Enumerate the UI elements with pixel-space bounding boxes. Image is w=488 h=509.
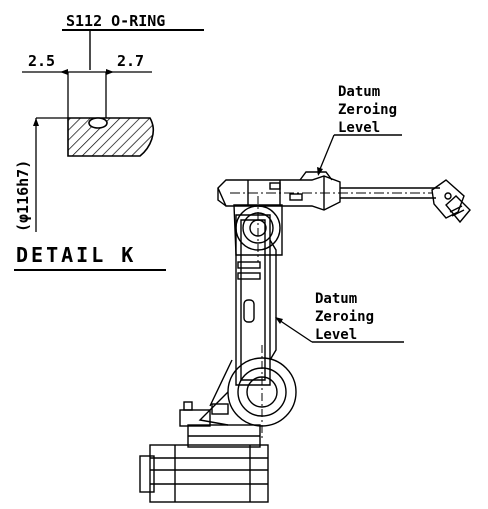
callout-upper-line3: Level bbox=[338, 120, 380, 136]
oring-groove bbox=[88, 117, 108, 129]
callout-lower-line3: Level bbox=[315, 327, 357, 343]
robot-upper-arm bbox=[217, 171, 440, 211]
callout-lower: Datum Zeroing Level bbox=[275, 291, 404, 343]
callout-upper-line1: Datum bbox=[338, 84, 380, 100]
robot-wrist bbox=[431, 179, 471, 224]
diameter-arrow bbox=[33, 118, 39, 126]
diameter-label: (φ116h7) bbox=[14, 160, 32, 232]
hatched-section bbox=[67, 117, 155, 157]
robot-illustration bbox=[139, 171, 471, 503]
callout-upper: Datum Zeroing Level bbox=[317, 84, 402, 176]
callout-upper-arrow bbox=[317, 167, 323, 176]
robot-shoulder bbox=[233, 196, 283, 262]
callout-lower-arrow bbox=[275, 317, 283, 324]
oring-label: S112 O-RING bbox=[66, 12, 165, 30]
callout-upper-leader bbox=[317, 134, 335, 175]
detail-k: S112 O-RING 2.5 2.7 (φ116h7) DETAIL K bbox=[14, 12, 204, 271]
dim-right-label: 2.7 bbox=[117, 52, 144, 70]
callout-upper-line2: Zeroing bbox=[338, 102, 397, 118]
dim-left-label: 2.5 bbox=[28, 52, 55, 70]
robot-base bbox=[139, 401, 269, 503]
callout-lower-line2: Zeroing bbox=[315, 309, 374, 325]
detail-title: DETAIL K bbox=[16, 243, 136, 267]
callout-lower-line1: Datum bbox=[315, 291, 357, 307]
callout-lower-leader bbox=[275, 317, 313, 343]
